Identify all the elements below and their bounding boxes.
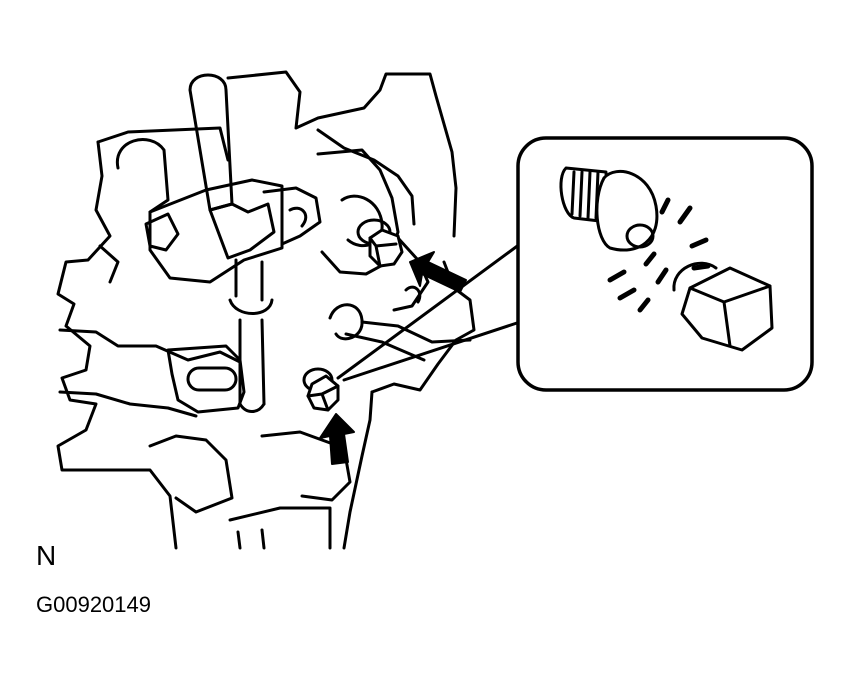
impact-marks [607,197,711,313]
orientation-letter: N [36,540,57,571]
arrow-icon [319,251,467,465]
lower-bolt [302,367,340,412]
lower-arrow [319,413,355,465]
nut-icon [672,261,774,352]
lower-bracket [166,303,472,414]
shift-rod [188,73,274,413]
upper-arrow [409,251,467,293]
upper-bolt [356,218,404,268]
upper-bracket [115,138,430,312]
housing-outline [56,70,476,550]
figure-code: G00920149 [36,592,151,617]
detail-callout [516,136,814,392]
callout-pointer [336,242,522,382]
bolt-icon [559,166,659,252]
